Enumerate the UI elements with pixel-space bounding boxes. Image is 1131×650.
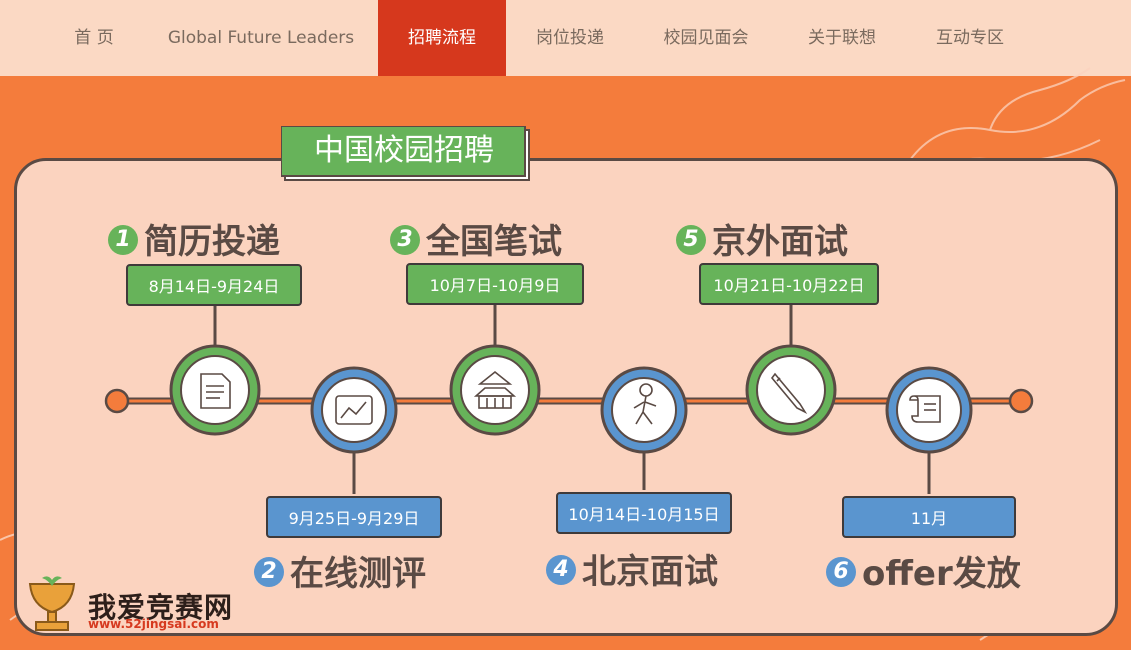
step-2-number-badge: 2 xyxy=(254,556,284,587)
watermark-name: 我爱竞赛网 xyxy=(88,591,234,624)
step-4-number-badge: 4 xyxy=(546,554,576,585)
step-3-number-badge: 3 xyxy=(390,224,420,255)
step-4-title-text: 北京面试 xyxy=(582,552,718,592)
timeline-end-dot xyxy=(1008,388,1034,414)
step-node-6 xyxy=(885,366,973,454)
step-5-date: 10月21日-10月22日 xyxy=(699,263,879,305)
step-6-date: 11月 xyxy=(842,496,1016,538)
banner-title: 中国校园招聘 xyxy=(314,133,494,168)
title-tab-shape xyxy=(281,126,530,181)
document-icon xyxy=(200,373,231,409)
step-node-4 xyxy=(600,366,688,454)
step-2-date: 9月25日-9月29日 xyxy=(266,496,442,538)
step-node-1 xyxy=(169,344,261,436)
nav-global-future-leaders[interactable]: Global Future Leaders xyxy=(167,28,355,48)
step-3-date: 10月7日-10月9日 xyxy=(406,263,584,305)
step-node-3 xyxy=(449,344,541,436)
watermark-url[interactable]: www.52jingsai.com xyxy=(88,617,219,631)
scroll-icon xyxy=(909,395,941,423)
timeline-start-dot xyxy=(104,388,130,414)
pen-icon xyxy=(770,372,808,414)
nav-about-lenovo[interactable]: 关于联想 xyxy=(808,28,876,48)
step-5-title-text: 京外面试 xyxy=(712,222,848,262)
step-1-title-text: 简历投递 xyxy=(144,222,280,262)
nav-recruitment-process[interactable]: 招聘流程 xyxy=(378,0,506,76)
step-4-date: 10月14日-10月15日 xyxy=(556,492,732,534)
chart-tablet-icon xyxy=(335,395,373,425)
step-node-2 xyxy=(310,366,398,454)
step-2-title-text: 在线测评 xyxy=(290,554,426,594)
step-6-number-badge: 6 xyxy=(826,556,856,587)
step-3-title-text: 全国笔试 xyxy=(426,222,562,262)
step-node-5 xyxy=(745,344,837,436)
runner-icon xyxy=(633,383,657,425)
temple-icon xyxy=(473,370,517,409)
top-nav: 首 页 Global Future Leaders 招聘流程 岗位投递 校园见面… xyxy=(0,0,1131,76)
trophy-logo-icon xyxy=(28,576,76,631)
step-1-number-badge: 1 xyxy=(108,224,138,255)
title-tab: 中国校园招聘 xyxy=(281,126,530,181)
nav-home[interactable]: 首 页 xyxy=(74,28,114,48)
nav-job-application[interactable]: 岗位投递 xyxy=(536,28,604,48)
nav-interaction-zone[interactable]: 互动专区 xyxy=(936,28,1004,48)
step-1-date: 8月14日-9月24日 xyxy=(126,264,302,306)
step-6-title-text: offer发放 xyxy=(862,554,1021,594)
step-5-number-badge: 5 xyxy=(676,224,706,255)
nav-campus-meeting[interactable]: 校园见面会 xyxy=(663,28,749,48)
